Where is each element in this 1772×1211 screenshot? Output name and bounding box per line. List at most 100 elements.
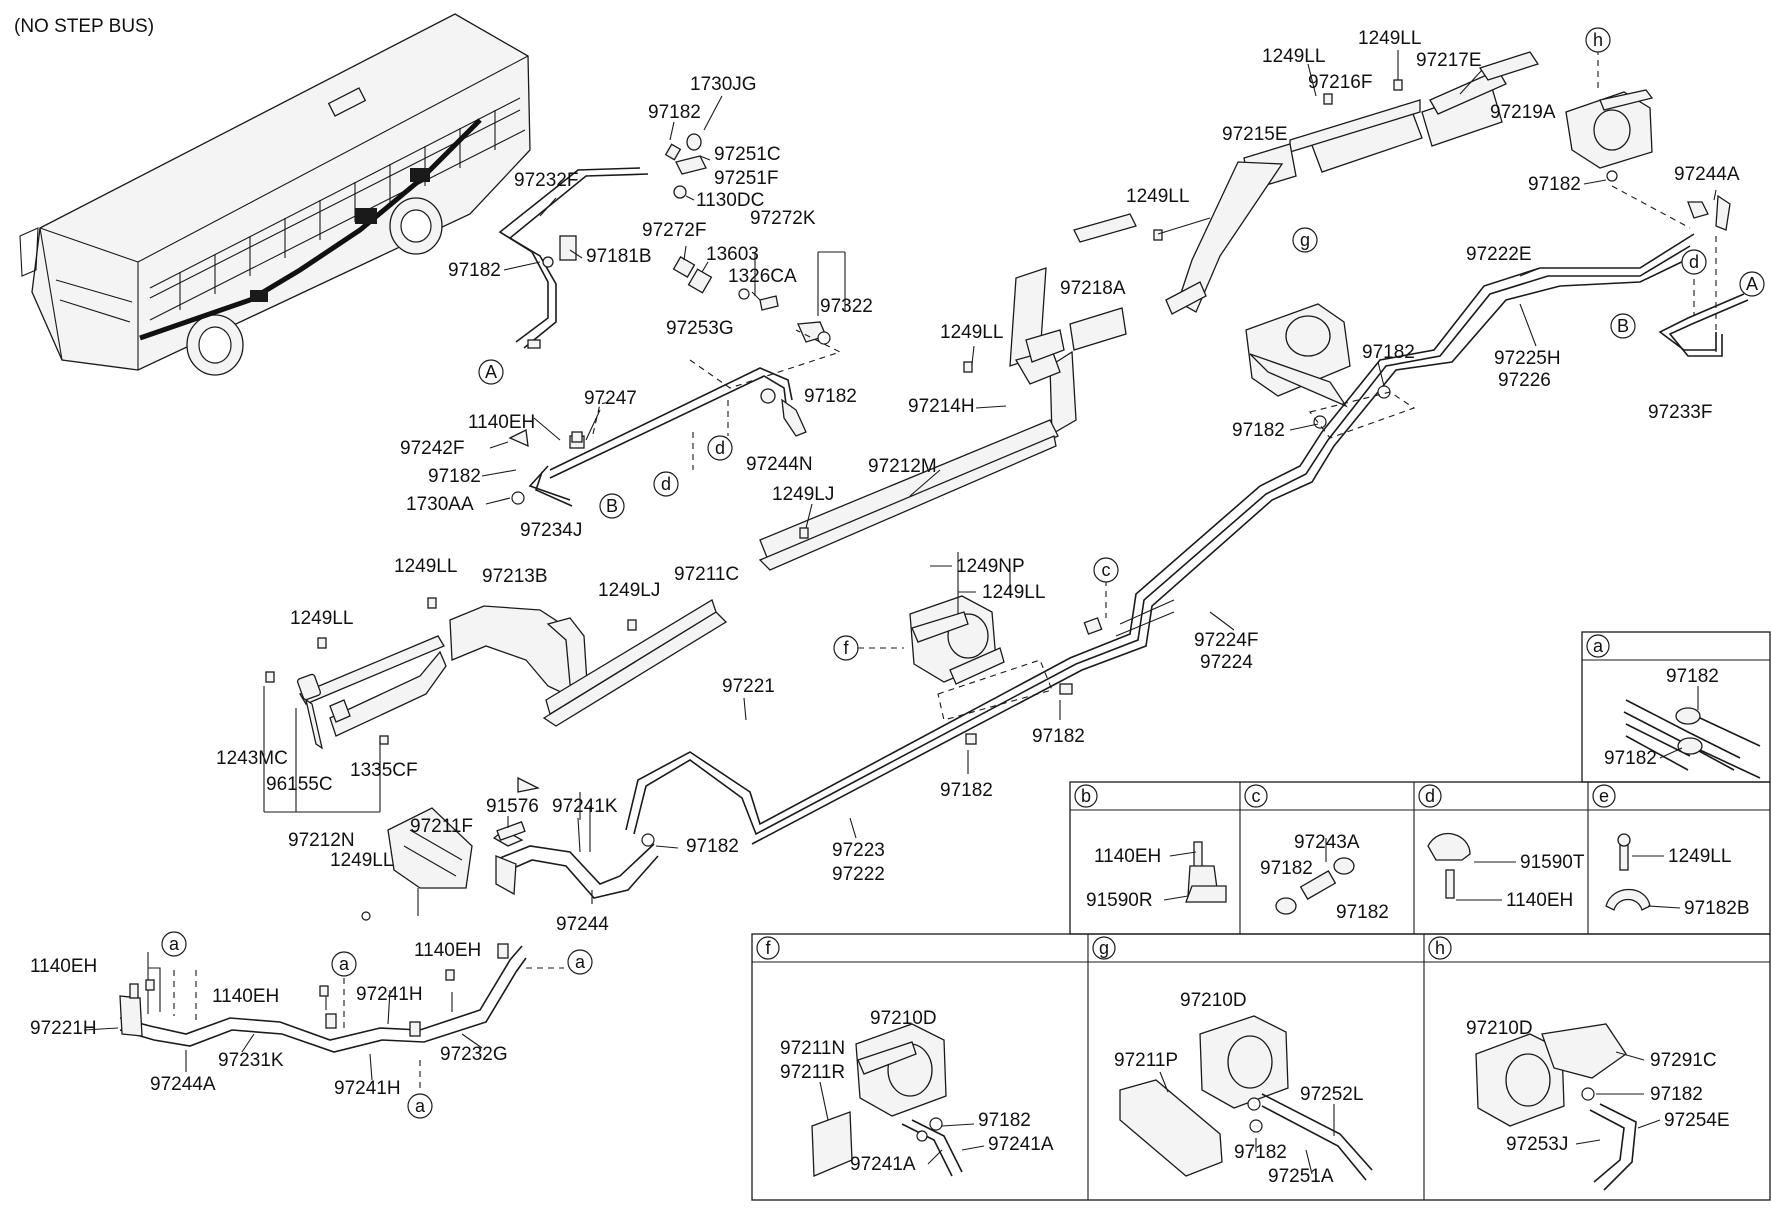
detail-c-part: 97182 — [1336, 902, 1389, 923]
detail-e-part: 97182B — [1684, 898, 1750, 919]
detail-box-row-b-e — [1069, 781, 1771, 935]
detail-h-part: 97291C — [1650, 1050, 1717, 1071]
detail-d-part: 1140EH — [1506, 890, 1573, 911]
box-h-letter: h — [1428, 936, 1452, 960]
front-pipe-cluster — [498, 133, 846, 507]
svg-text:d: d — [661, 474, 671, 494]
detail-f-drawing — [811, 1023, 963, 1177]
part-number: 1140EH — [414, 940, 481, 961]
part-number: 97272K — [750, 208, 816, 229]
detail-g-part: 97251A — [1268, 1166, 1334, 1187]
svg-text:A: A — [485, 362, 497, 382]
part-number: 97241K — [552, 796, 618, 817]
upper-panels — [758, 51, 1540, 571]
callout-a-1: a — [161, 931, 187, 957]
svg-text:d: d — [1689, 252, 1699, 272]
detail-labels: 97182 97182 1140EH 91590R 97243A 97182 9… — [780, 666, 1750, 1187]
detail-f-part: 97210D — [870, 1008, 937, 1029]
part-number: 97211C — [674, 564, 739, 585]
detail-b-part: 91590R — [1086, 890, 1153, 911]
svg-text:h: h — [1593, 30, 1603, 50]
svg-text:a: a — [575, 952, 586, 972]
part-number: 97211F — [410, 816, 473, 837]
part-number: 97218A — [1060, 278, 1126, 299]
part-number: 97242F — [400, 438, 464, 459]
svg-text:d: d — [1425, 786, 1435, 806]
callout-f: f — [833, 635, 859, 661]
svg-text:A: A — [1746, 274, 1758, 294]
svg-text:a: a — [169, 934, 180, 954]
part-number: 97215E — [1222, 124, 1288, 145]
part-number: 97244A — [1674, 164, 1740, 185]
part-number: 97241H — [334, 1078, 401, 1099]
part-number: 97233F — [1648, 402, 1712, 423]
leader-lines — [83, 50, 1717, 1081]
part-number: 1730AA — [406, 494, 474, 515]
detail-d-part: 91590T — [1520, 852, 1585, 873]
detail-f-part: 97211N — [780, 1038, 845, 1059]
part-number: 1249LL — [1262, 46, 1325, 67]
part-number: 1249LJ — [598, 580, 660, 601]
detail-g-part: 97182 — [1234, 1142, 1287, 1163]
detail-h-part: 97210D — [1466, 1018, 1533, 1039]
detail-c-part: 97182 — [1260, 858, 1313, 879]
lower-left-panels — [263, 597, 728, 813]
detail-e-drawing — [1605, 833, 1651, 911]
svg-text:e: e — [1599, 786, 1609, 806]
part-number: 1335CF — [350, 760, 418, 781]
callout-c: c — [1093, 557, 1119, 583]
part-number: 97251C — [714, 144, 781, 165]
detail-f-part: 97241A — [988, 1134, 1054, 1155]
detail-g-drawing — [1119, 1015, 1373, 1181]
svg-text:c: c — [1252, 786, 1261, 806]
detail-box-row-f-h — [751, 933, 1771, 1201]
part-number: 97223 — [832, 840, 885, 861]
detail-a-part: 97182 — [1604, 748, 1657, 769]
svg-text:h: h — [1435, 938, 1445, 958]
part-number: 1130DC — [696, 190, 764, 211]
part-number: 97224 — [1200, 652, 1253, 673]
part-number: 97212N — [288, 830, 355, 851]
part-number: 1326CA — [728, 266, 797, 287]
detail-h-part: 97182 — [1650, 1084, 1703, 1105]
detail-h-drawing — [1475, 1023, 1637, 1191]
part-number: 97226 — [1498, 370, 1551, 391]
box-f-letter: f — [756, 936, 780, 960]
callout-d-right: d — [1681, 249, 1707, 275]
part-number: 97224F — [1194, 630, 1258, 651]
callout-a-3: a — [567, 949, 593, 975]
part-number: 97182 — [940, 780, 993, 801]
part-number: 97182 — [448, 260, 501, 281]
box-e-letter: e — [1592, 784, 1616, 808]
part-number: 97217E — [1416, 50, 1482, 71]
part-number: 97232G — [440, 1044, 508, 1065]
part-number: 1249LL — [1358, 28, 1421, 49]
heater-unit-f — [858, 552, 1107, 745]
part-number: 97182 — [1362, 342, 1415, 363]
callout-a-4: a — [407, 1093, 433, 1119]
svg-text:a: a — [415, 1096, 426, 1116]
part-number: 97244 — [556, 914, 609, 935]
part-number: 1249NP — [956, 556, 1025, 577]
svg-text:f: f — [765, 938, 771, 958]
part-number: 97247 — [584, 388, 637, 409]
part-number: 1249LL — [940, 322, 1003, 343]
callout-h-top: h — [1585, 27, 1611, 53]
svg-text:a: a — [1593, 636, 1604, 656]
part-number: 97244A — [150, 1074, 216, 1095]
part-number: 97225H — [1494, 348, 1561, 369]
part-number: 97234J — [520, 520, 582, 541]
part-number: 97221H — [30, 1018, 97, 1039]
callout-A-left: A — [478, 359, 504, 385]
part-number: 97216F — [1308, 72, 1372, 93]
detail-b-part: 1140EH — [1094, 846, 1161, 867]
detail-f-part: 97182 — [978, 1110, 1031, 1131]
callout-d-1: d — [653, 471, 679, 497]
callout-A-right: A — [1739, 271, 1765, 297]
detail-c-part: 97243A — [1294, 832, 1360, 853]
part-number: 97182 — [1528, 174, 1581, 195]
detail-h-part: 97253J — [1506, 1134, 1568, 1155]
main-heater-pipe — [625, 233, 1695, 845]
detail-d-drawing — [1427, 833, 1471, 899]
part-number: 97182 — [804, 386, 857, 407]
